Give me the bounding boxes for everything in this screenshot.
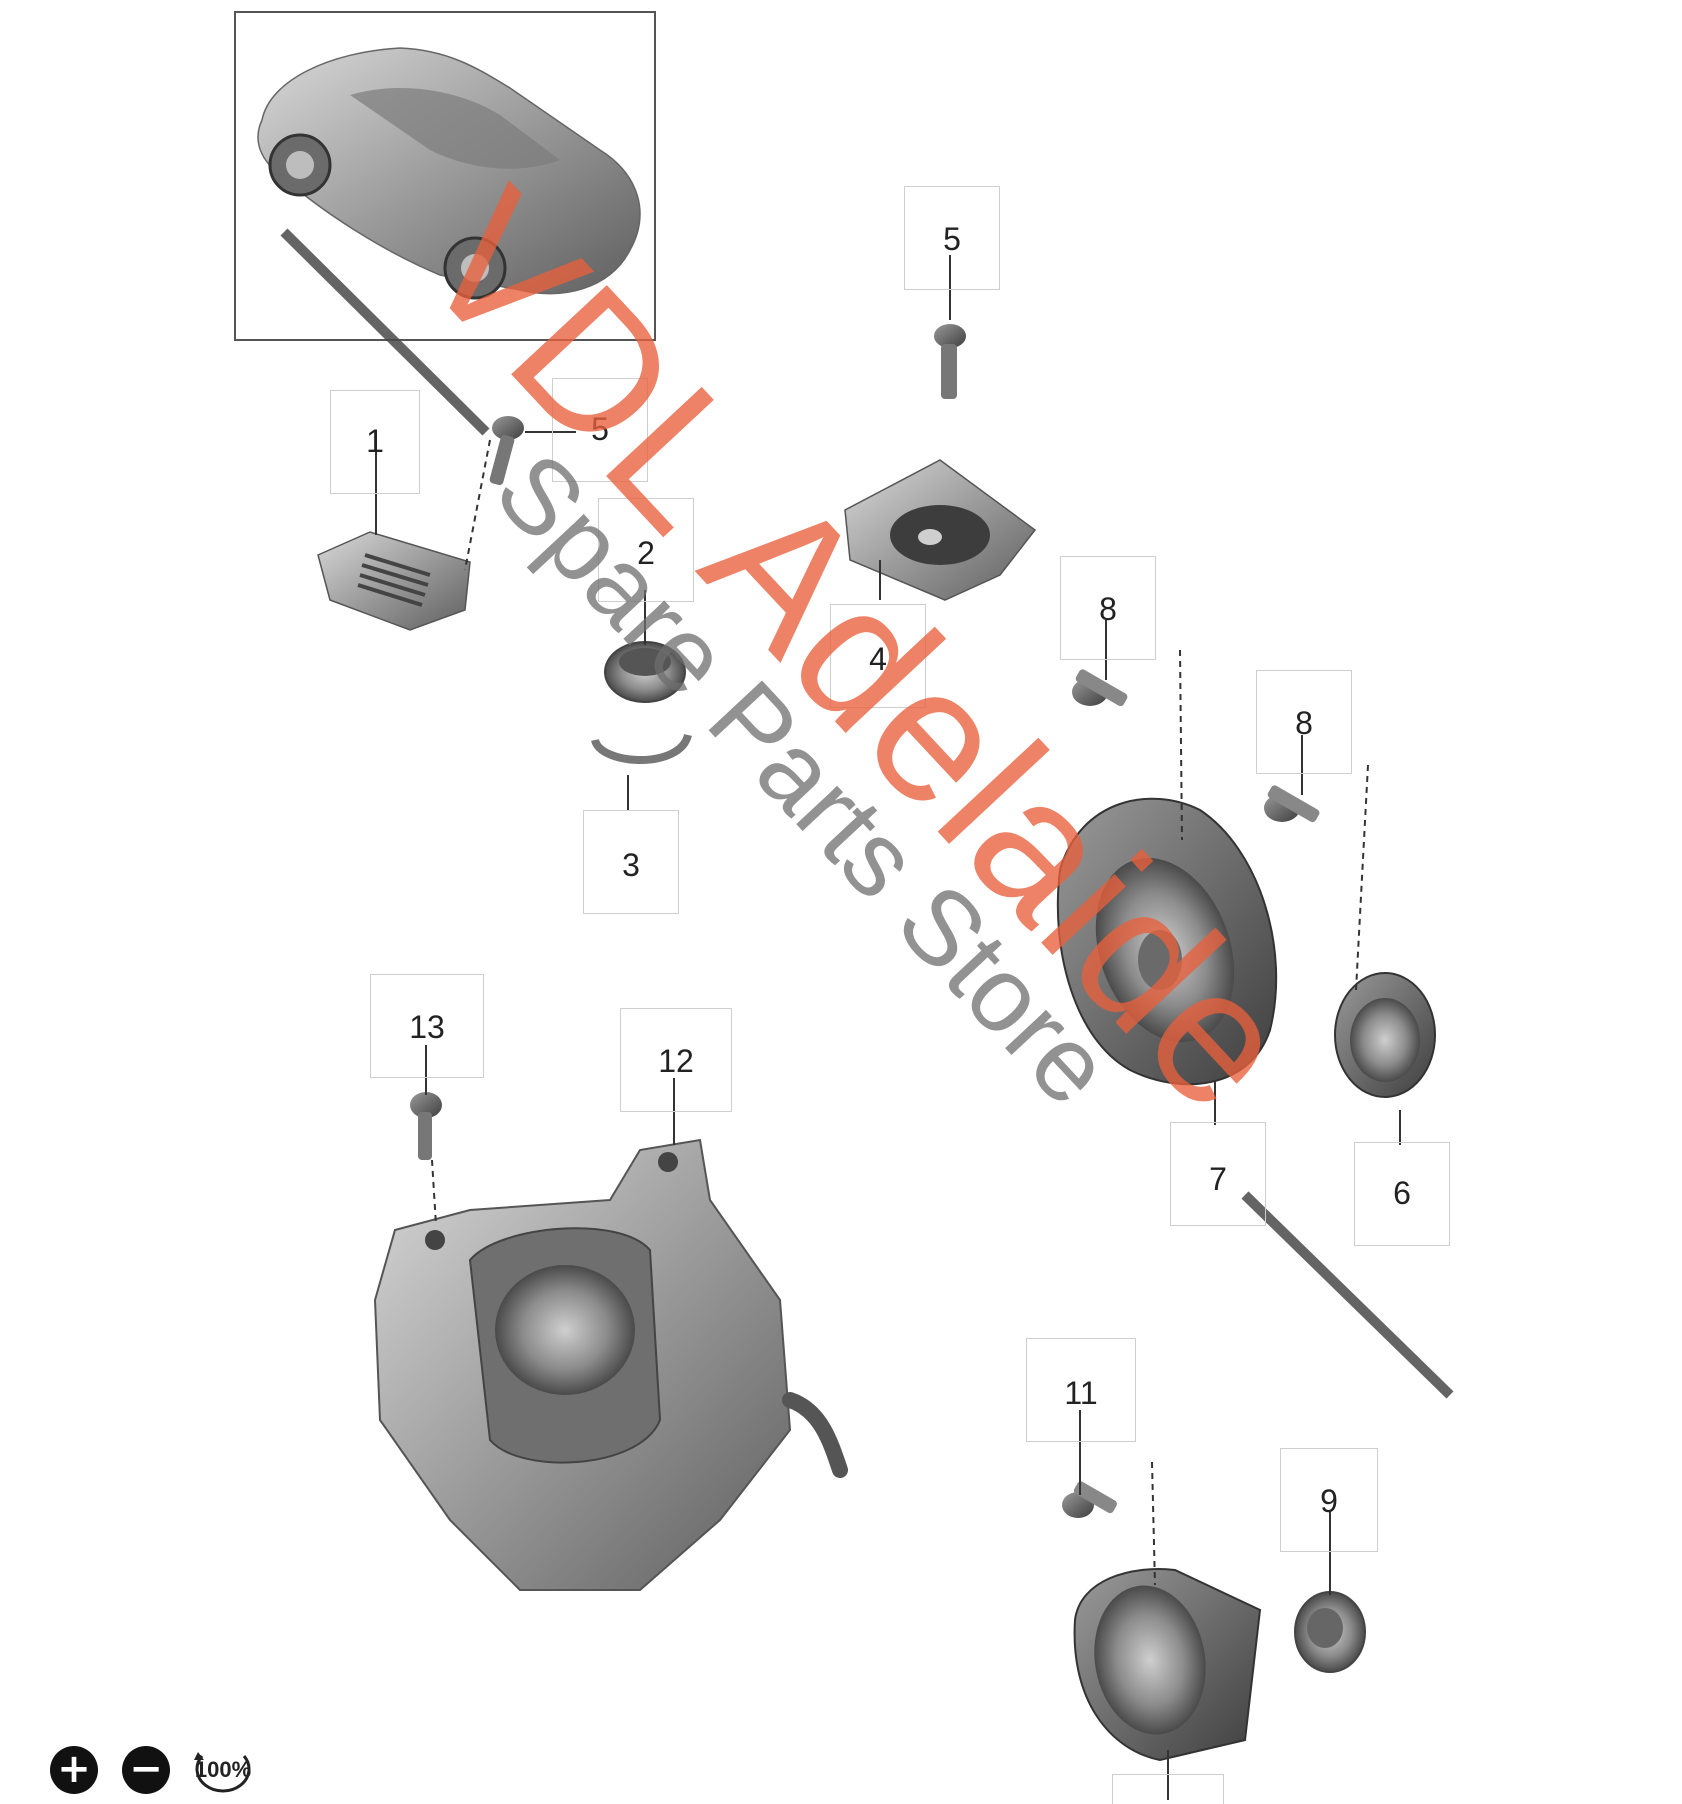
zoom-controls: + − 100% bbox=[44, 1740, 264, 1796]
part-1-amplifier-module bbox=[317, 531, 471, 631]
part-10-speaker bbox=[1073, 1568, 1262, 1762]
callout-8-lower[interactable]: 8 bbox=[1256, 670, 1352, 774]
callout-11[interactable]: 11 bbox=[1026, 1338, 1136, 1442]
part-8-bolt-upper bbox=[1072, 669, 1128, 707]
watermark-bar-bottom bbox=[1241, 1191, 1454, 1399]
reset-zoom-icon bbox=[194, 1752, 251, 1793]
part-2-tweeter bbox=[604, 641, 686, 703]
minus-icon: − bbox=[129, 1746, 163, 1792]
part-12-subwoofer-housing bbox=[373, 1138, 848, 1591]
callout-5-top[interactable]: 5 bbox=[904, 186, 1000, 290]
part-7-midrange-speaker bbox=[1056, 797, 1278, 1086]
callout-1[interactable]: 1 bbox=[330, 390, 420, 494]
leader-lines bbox=[375, 255, 1401, 1800]
part-5-bolt-left bbox=[489, 416, 524, 486]
callout-4[interactable]: 4 bbox=[830, 604, 926, 708]
callout-7[interactable]: 7 bbox=[1170, 1122, 1266, 1226]
callout-10-partial[interactable] bbox=[1112, 1774, 1224, 1804]
callout-13[interactable]: 13 bbox=[370, 974, 484, 1078]
part-13-bolt bbox=[410, 1092, 442, 1160]
vehicle-thumbnail bbox=[234, 11, 656, 341]
callout-12[interactable]: 12 bbox=[620, 1008, 732, 1112]
plus-icon: + bbox=[57, 1746, 91, 1792]
zoom-reset-button[interactable]: 100% bbox=[194, 1757, 252, 1782]
watermark-bar-top bbox=[280, 228, 490, 436]
part-3-retaining-clip bbox=[591, 733, 692, 764]
part-8-bolt-lower bbox=[1264, 785, 1320, 823]
dashed-assembly-lines bbox=[431, 439, 1369, 1586]
zoom-out-button[interactable]: − bbox=[122, 1746, 170, 1794]
callout-5-left[interactable]: 5 bbox=[552, 378, 648, 482]
zoom-in-button[interactable]: + bbox=[50, 1746, 98, 1794]
part-6-tweeter-housing bbox=[1334, 972, 1436, 1098]
callout-8-upper[interactable]: 8 bbox=[1060, 556, 1156, 660]
part-9-tweeter bbox=[1294, 1591, 1366, 1673]
part-11-bolt bbox=[1062, 1481, 1117, 1518]
callout-3[interactable]: 3 bbox=[583, 810, 679, 914]
part-5-bolt-top bbox=[934, 324, 966, 399]
part-4-speaker-bracket bbox=[844, 459, 1037, 601]
callout-6[interactable]: 6 bbox=[1354, 1142, 1450, 1246]
callout-2[interactable]: 2 bbox=[598, 498, 694, 602]
callout-9[interactable]: 9 bbox=[1280, 1448, 1378, 1552]
